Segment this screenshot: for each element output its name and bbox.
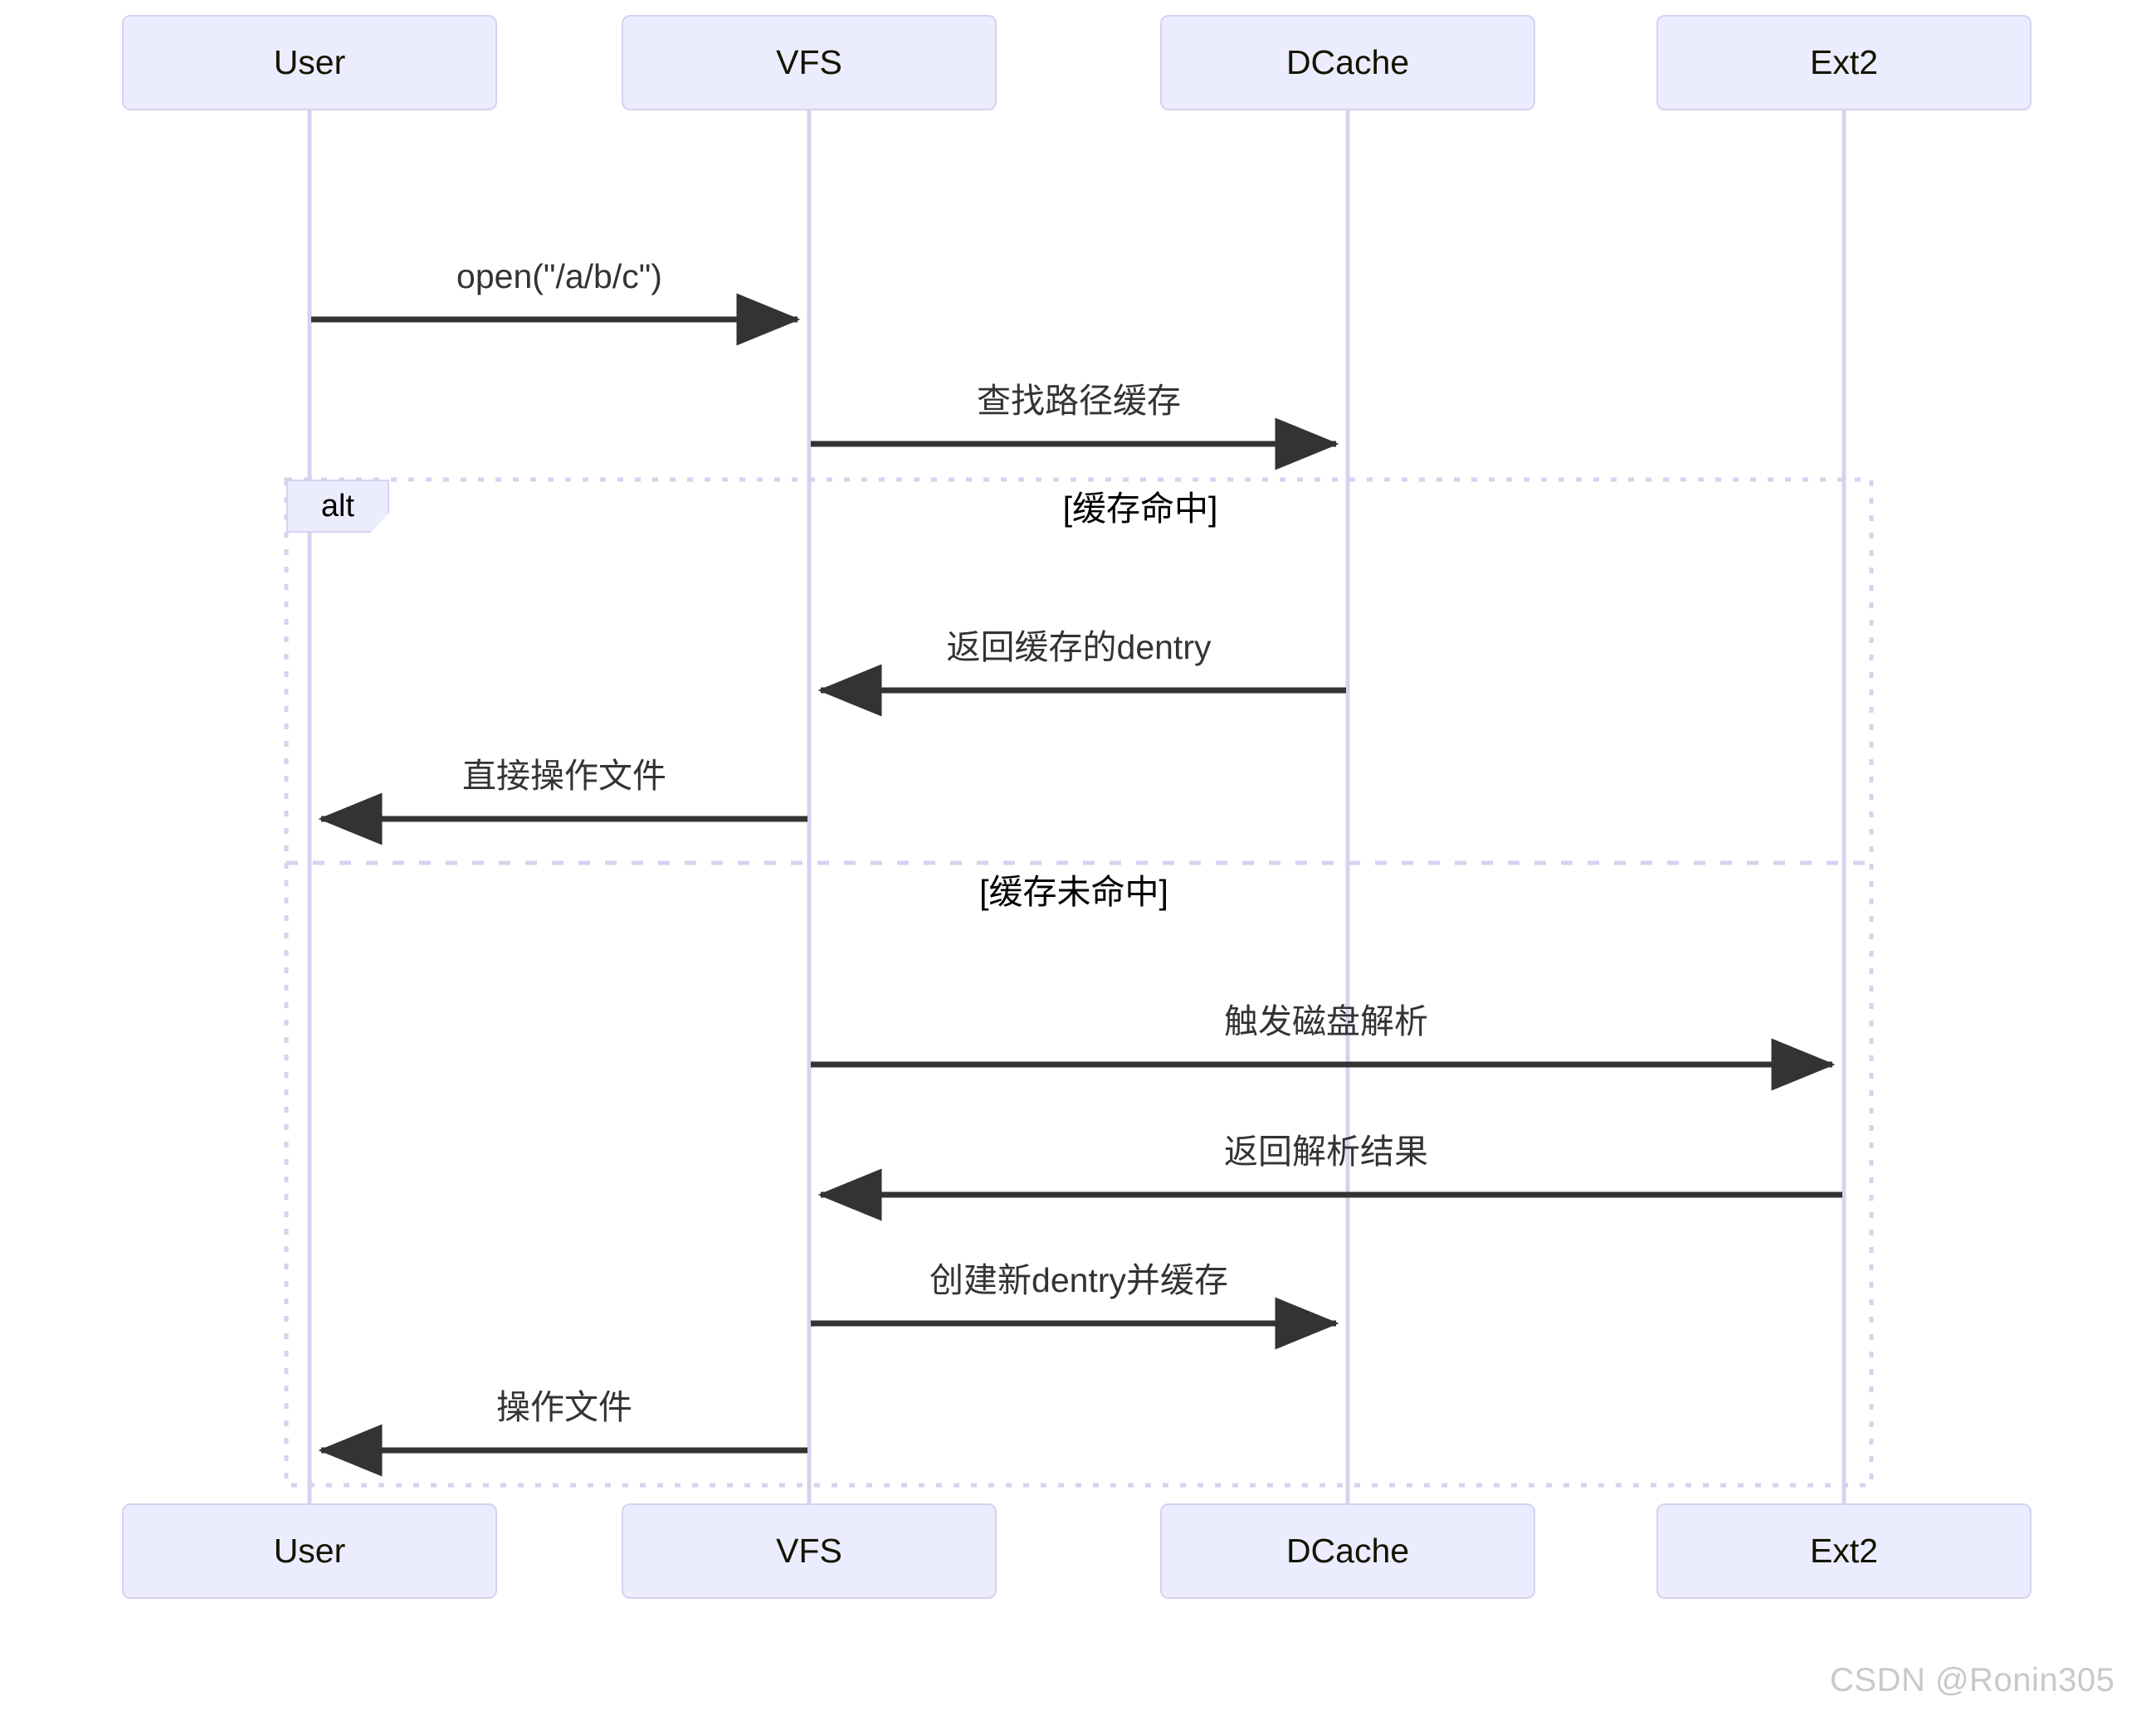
participant-box-ext2-bottom[interactable]: Ext2 [1656, 1503, 2032, 1599]
alt-block-tag: alt [286, 480, 389, 533]
message-label-5: 触发磁盘解析 [1224, 1002, 1428, 1040]
participant-label-user: User [273, 43, 346, 81]
participant-label-user: User [273, 1532, 346, 1570]
watermark: CSDN @Ronin305 [1830, 1662, 2115, 1698]
message-label-4: 直接操作文件 [462, 757, 666, 795]
alt-tag-label: alt [320, 488, 355, 524]
lifelines-group [307, 110, 1846, 1503]
participant-box-vfs-bottom[interactable]: VFS [622, 1503, 997, 1599]
message-label-2: 查找路径缓存 [977, 382, 1181, 420]
message-label-7: 创建新dentry并缓存 [929, 1261, 1228, 1299]
participant-box-user-bottom[interactable]: User [122, 1503, 497, 1599]
participant-label-dcache: DCache [1285, 1532, 1410, 1570]
participant-box-user-top[interactable]: User [122, 15, 497, 110]
participant-label-ext2: Ext2 [1809, 1532, 1879, 1570]
alt-frame-group [284, 477, 1874, 1488]
participant-box-ext2-top[interactable]: Ext2 [1656, 15, 2032, 110]
participant-box-vfs-top[interactable]: VFS [622, 15, 997, 110]
participant-box-dcache-bottom[interactable]: DCache [1160, 1503, 1535, 1599]
participant-label-vfs: VFS [776, 43, 842, 81]
message-label-3: 返回缓存的dentry [946, 628, 1212, 666]
alt-condition-label-2: [缓存未命中] [979, 873, 1168, 911]
message-label-8: 操作文件 [496, 1388, 632, 1426]
alt-block-frame [284, 477, 1874, 1488]
alt-condition-label-1: [缓存命中] [1062, 490, 1218, 528]
message-label-6: 返回解析结果 [1224, 1133, 1428, 1171]
participant-label-vfs: VFS [776, 1532, 842, 1570]
message-label-1: open("/a/b/c") [456, 257, 662, 295]
participant-label-ext2: Ext2 [1809, 43, 1879, 81]
participant-label-dcache: DCache [1285, 43, 1410, 81]
message-arrows-group [311, 293, 1842, 1477]
participant-box-dcache-top[interactable]: DCache [1160, 15, 1535, 110]
